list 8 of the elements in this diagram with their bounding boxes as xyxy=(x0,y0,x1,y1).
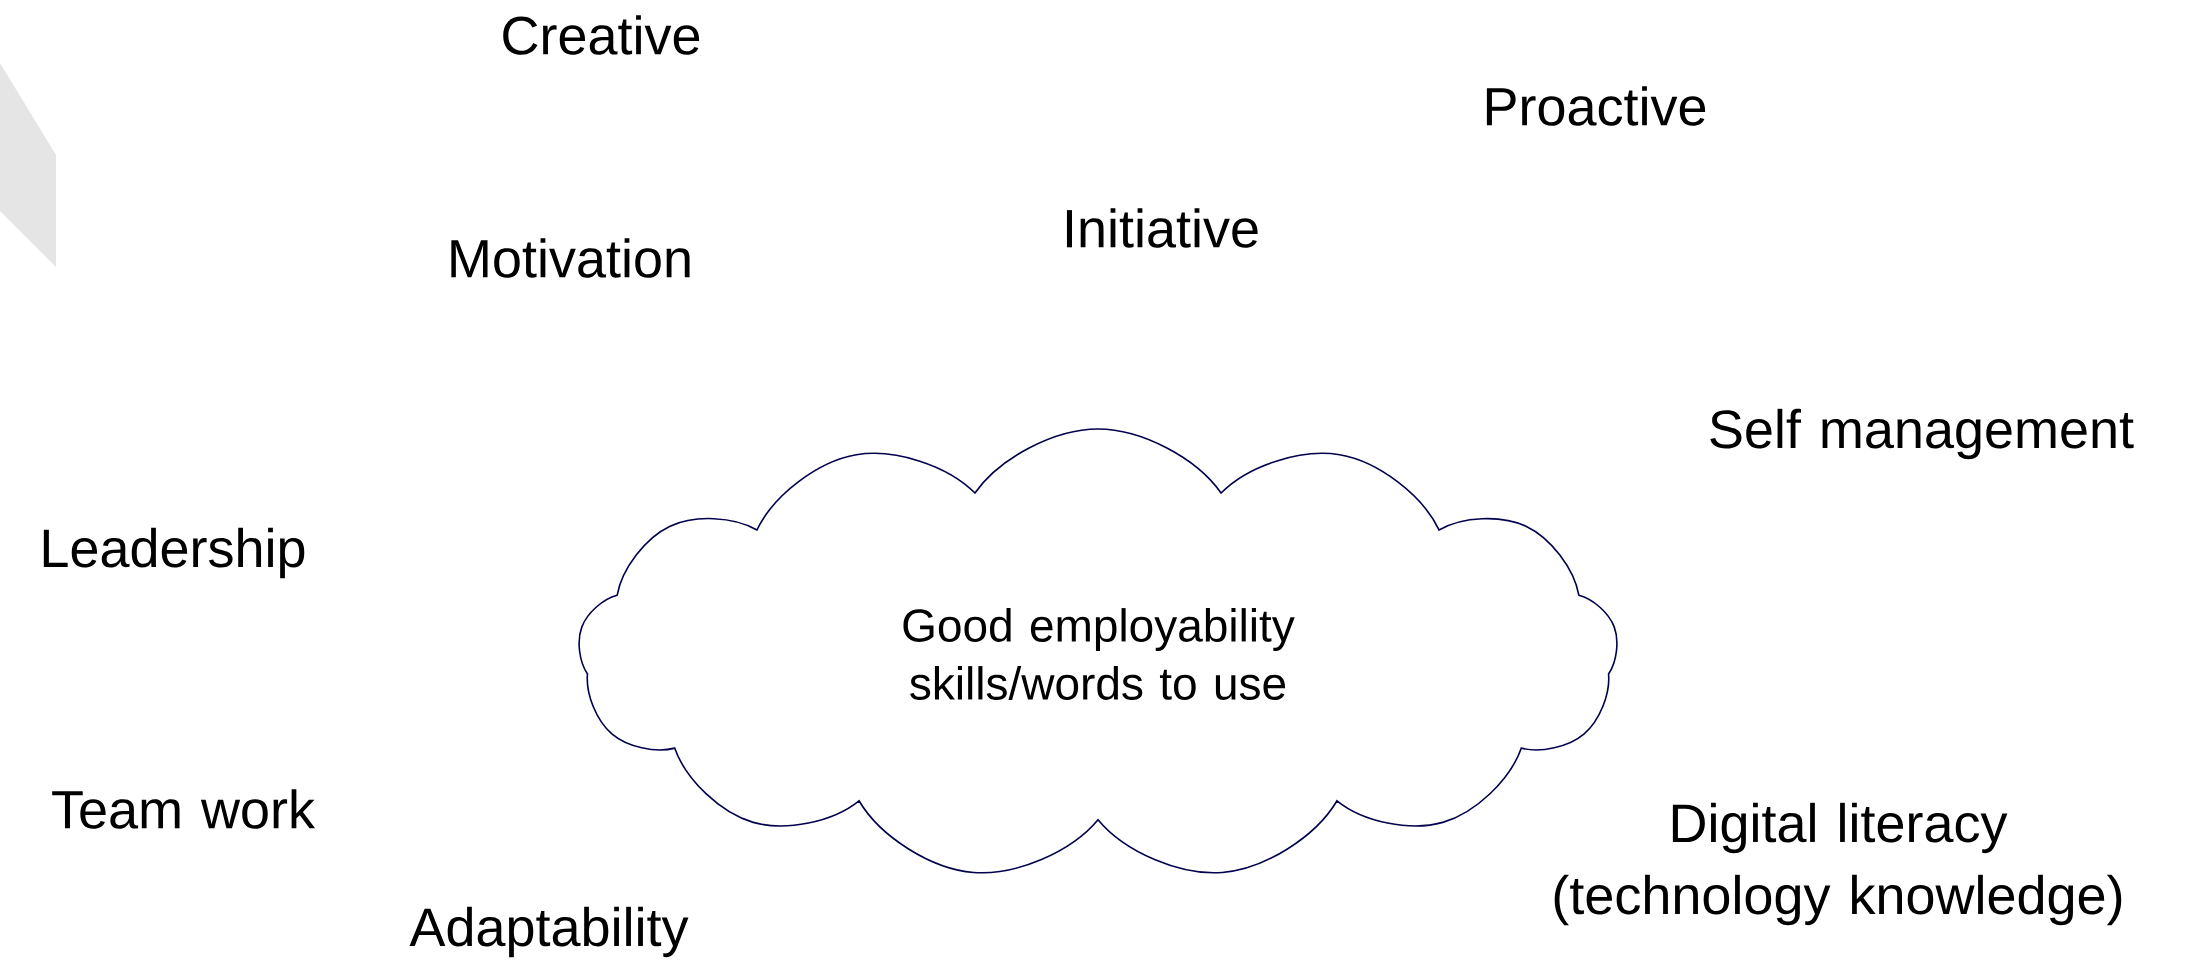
skill-word: Creative xyxy=(503,15,700,55)
skill-word: Motivation xyxy=(451,238,690,278)
skill-word: Leadership xyxy=(43,527,305,579)
skill-word: Proactive xyxy=(1486,86,1706,126)
skill-word: Adaptability xyxy=(409,906,689,958)
skill-word: Initiative xyxy=(1066,208,1258,248)
skill-word: Self management xyxy=(1710,408,2134,460)
skill-word: Team work xyxy=(52,789,316,829)
